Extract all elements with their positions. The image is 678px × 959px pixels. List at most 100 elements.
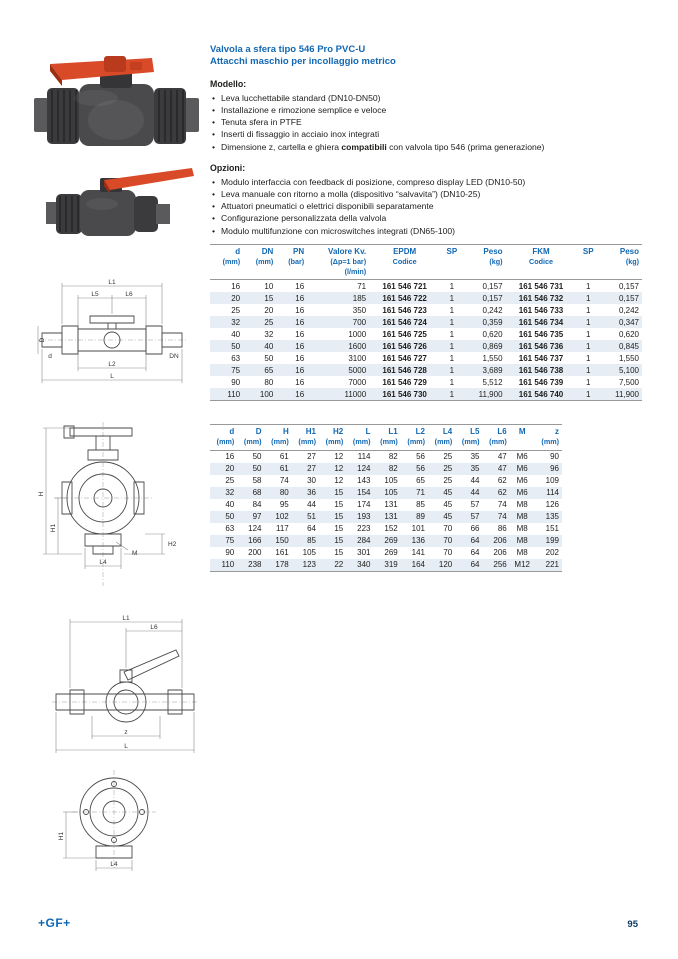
- table-cell: 1,550: [618, 353, 639, 363]
- page-title: Valvola a sfera tipo 546 Pro PVC-U Attac…: [210, 44, 646, 69]
- column-header: H2(mm): [325, 427, 344, 447]
- table-cell: 85: [416, 500, 425, 510]
- table-cell: 151: [545, 524, 559, 534]
- table-cell: 221: [545, 560, 559, 570]
- table-cell: 25: [443, 452, 453, 462]
- table-cell: 16: [295, 293, 305, 303]
- table-cell: 1: [586, 293, 591, 303]
- table-cell: M12: [514, 560, 530, 570]
- opzioni-heading: Opzioni:: [210, 162, 246, 173]
- column-header: L1(mm): [380, 427, 398, 447]
- table-cell: 1: [586, 341, 591, 351]
- table-cell: 7000: [348, 377, 367, 387]
- bullet-text: Modulo multifunzione con microswitches i…: [221, 225, 456, 236]
- table-cell: 16: [231, 281, 241, 291]
- table-cell: 161 546 738: [518, 365, 564, 375]
- dimension-label: z: [124, 729, 127, 736]
- table-cell: 101: [411, 524, 425, 534]
- dimension-label: L6: [125, 291, 133, 298]
- table-cell: 340: [357, 560, 371, 570]
- table-cell: M6: [516, 464, 528, 474]
- dimension-label: M: [132, 550, 137, 557]
- table-cell: 161 546 730: [382, 389, 427, 399]
- table-cell: 64: [470, 560, 480, 570]
- table-cell: 10: [264, 281, 274, 291]
- dimension-label: L1: [108, 279, 116, 286]
- table-cell: 45: [443, 512, 453, 522]
- table-cell: 40: [231, 329, 241, 339]
- table-cell: 161 546 725: [382, 329, 427, 339]
- table-cell: 143: [357, 476, 371, 486]
- column-header: SP: [582, 247, 594, 256]
- table-cell: 1: [449, 341, 455, 351]
- table-cell: 1: [449, 389, 455, 399]
- table-cell: 150: [275, 536, 289, 546]
- table-cell: 1: [449, 365, 455, 375]
- table-cell: 90: [225, 548, 235, 558]
- table-cell: 57: [470, 512, 480, 522]
- table-cell: 63: [231, 353, 241, 363]
- table-cell: 105: [384, 488, 398, 498]
- table-cell: 63: [225, 524, 235, 534]
- table-cell: 161 546 732: [518, 293, 564, 303]
- table-cell: 0,157: [482, 281, 503, 291]
- table-cell: 16: [295, 317, 305, 327]
- dimension-drawing-front-circular-view: H1 L4: [58, 766, 173, 874]
- column-header: D(mm): [243, 427, 262, 447]
- table-cell: 1600: [348, 341, 367, 351]
- bullet-item: •Installazione e rimozione semplice e ve…: [210, 104, 646, 116]
- table-cell: 284: [357, 536, 371, 546]
- table-cell: 105: [302, 548, 316, 558]
- table-cell: 47: [497, 464, 507, 474]
- table-cell: 161: [275, 548, 289, 558]
- column-header: L2(mm): [407, 427, 425, 447]
- table-cell: 12: [334, 476, 344, 486]
- dimension-label: L1: [122, 615, 130, 622]
- table-cell: 131: [384, 500, 398, 510]
- table-cell: 75: [225, 536, 235, 546]
- red-handle: [50, 58, 154, 80]
- table-cell: 27: [307, 464, 316, 474]
- table-cell: 16: [295, 365, 305, 375]
- table-cell: 84: [252, 500, 262, 510]
- table-cell: 62: [497, 488, 507, 498]
- bullet-text: Attuatori pneumatici o elettrici disponi…: [221, 201, 434, 212]
- table-cell: 65: [416, 476, 425, 486]
- page-number: 95: [627, 919, 638, 930]
- table-cell: 161 546 722: [382, 293, 427, 303]
- table-cell: 123: [302, 560, 316, 570]
- dimension-label: H: [38, 491, 45, 496]
- table-cell: M8: [516, 548, 528, 558]
- table-cell: 206: [493, 548, 507, 558]
- table-cell: 185: [352, 293, 367, 303]
- bullet-marker: •: [212, 104, 216, 115]
- table-cell: 80: [279, 488, 289, 498]
- table-cell: 166: [248, 536, 262, 546]
- table-cell: 32: [231, 317, 241, 327]
- table-cell: 193: [357, 512, 371, 522]
- table-cell: 56: [416, 452, 425, 462]
- table-cell: 70: [443, 548, 453, 558]
- product-photo-valve-front: [34, 56, 199, 146]
- bullet-text: Inserti di fissaggio in acciaio inox int…: [221, 129, 380, 140]
- column-header: L(mm): [352, 427, 371, 447]
- table-cell: 50: [225, 512, 235, 522]
- table-cell: 71: [357, 281, 367, 291]
- table-cell: 110: [221, 560, 235, 570]
- table-cell: 110: [227, 389, 241, 399]
- column-header: DN(mm): [255, 247, 274, 267]
- table-cell: 109: [545, 476, 559, 486]
- table-cell: 50: [264, 353, 274, 363]
- table-cell: 1: [586, 281, 591, 291]
- description-column: Valvola a sfera tipo 546 Pro PVC-U Attac…: [210, 44, 646, 237]
- table-cell: 27: [307, 452, 316, 462]
- table-cell: 50: [252, 452, 262, 462]
- table-cell: 269: [384, 548, 398, 558]
